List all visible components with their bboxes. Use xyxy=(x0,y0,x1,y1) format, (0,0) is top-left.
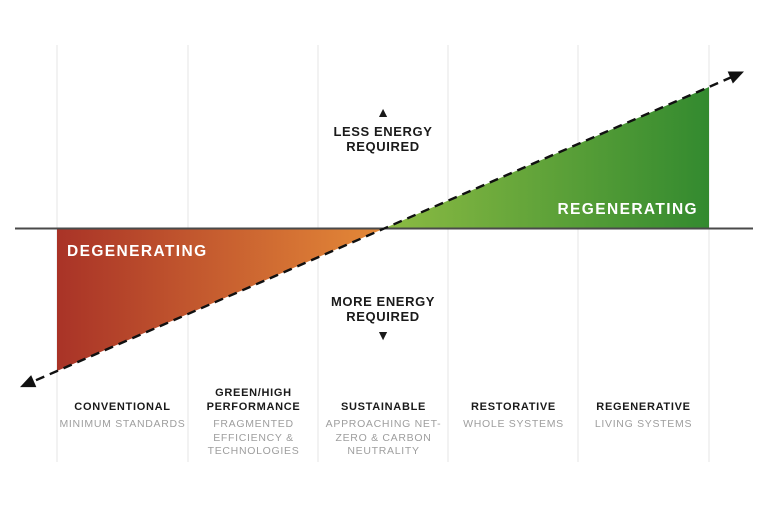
column-title: SUSTAINABLE xyxy=(340,400,427,413)
column-title: RESTORATIVE xyxy=(471,400,556,413)
column-conventional: CONVENTIONAL MINIMUM STANDARDS xyxy=(57,385,188,432)
column-title: GREEN/HIGH PERFORMANCE xyxy=(206,387,301,413)
column-regenerative: REGENERATIVE LIVING SYSTEMS xyxy=(578,385,709,432)
up-triangle-icon: ▲ xyxy=(376,104,390,120)
column-subtitle: FRAGMENTED EFFICIENCY & TECHNOLOGIES xyxy=(207,418,300,457)
column-subtitle: APPROACHING NET-ZERO & CARBON NEUTRALITY xyxy=(325,418,442,457)
column-title: CONVENTIONAL xyxy=(74,400,171,413)
column-sustainable: SUSTAINABLE APPROACHING NET-ZERO & CARBO… xyxy=(318,385,449,459)
column-green-high-performance: GREEN/HIGH PERFORMANCE FRAGMENTED EFFICI… xyxy=(188,385,319,459)
column-subtitle: LIVING SYSTEMS xyxy=(594,418,693,430)
column-title: REGENERATIVE xyxy=(596,400,691,413)
trend-arrowhead-down-icon xyxy=(20,375,37,388)
less-energy-label: LESS ENERGY REQUIRED xyxy=(333,124,433,154)
less-energy-annotation: ▲ LESS ENERGY REQUIRED xyxy=(323,104,443,154)
degenerating-label: DEGENERATING xyxy=(67,243,208,260)
trend-dashed-line xyxy=(35,75,734,382)
trend-arrowhead-up-icon xyxy=(727,71,744,84)
more-energy-annotation: MORE ENERGY REQUIRED ▼ xyxy=(323,294,443,343)
more-energy-label: MORE ENERGY REQUIRED xyxy=(330,294,436,324)
column-subtitle: MINIMUM STANDARDS xyxy=(59,418,186,430)
column-restorative: RESTORATIVE WHOLE SYSTEMS xyxy=(448,385,579,432)
regenerating-label: REGENERATING xyxy=(557,201,698,218)
down-triangle-icon: ▼ xyxy=(376,327,390,343)
column-subtitle: WHOLE SYSTEMS xyxy=(463,418,564,430)
